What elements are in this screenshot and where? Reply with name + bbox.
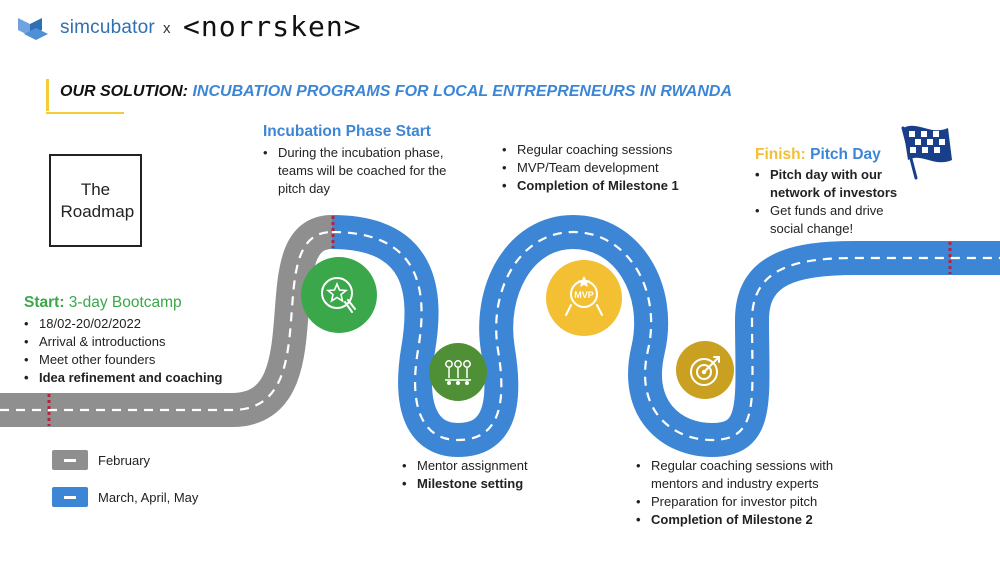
brand-separator: x bbox=[163, 20, 171, 37]
roadmap-box: The Roadmap bbox=[49, 154, 142, 247]
svg-text:MVP: MVP bbox=[574, 290, 594, 300]
list-item: Regular coaching sessions bbox=[502, 141, 702, 159]
stage-milestone-1-list: Regular coaching sessionsMVP/Team develo… bbox=[502, 141, 702, 195]
stage-finish-list: Pitch day with our network of investorsG… bbox=[755, 166, 915, 238]
list-item: Arrival & introductions bbox=[24, 333, 264, 351]
stage-finish: Finish: Pitch Day Pitch day with our net… bbox=[755, 146, 915, 238]
target-icon bbox=[676, 341, 734, 399]
list-item: Get funds and drive social change! bbox=[755, 202, 915, 238]
stage-start: Start: 3-day Bootcamp 18/02-20/02/2022Ar… bbox=[24, 294, 264, 387]
roadmap-steps-icon bbox=[429, 343, 487, 401]
list-item: Meet other founders bbox=[24, 351, 264, 369]
stage-start-title: 3-day Bootcamp bbox=[68, 294, 182, 311]
list-item: Regular coaching sessions with mentors a… bbox=[636, 457, 851, 493]
legend-swatch-gray bbox=[52, 450, 88, 470]
solution-underline bbox=[46, 112, 124, 114]
stage-mentor-list: Mentor assignmentMilestone setting bbox=[402, 457, 602, 493]
list-item: Pitch day with our network of investors bbox=[755, 166, 915, 202]
legend-swatch-blue bbox=[52, 487, 88, 507]
legend-label-february: February bbox=[98, 452, 151, 468]
road-march-may-segment bbox=[331, 214, 1000, 458]
stage-finish-heading: Finish: Pitch Day bbox=[755, 146, 915, 164]
stage-milestone-2: Regular coaching sessions with mentors a… bbox=[636, 457, 851, 529]
solution-title: OUR SOLUTION: INCUBATION PROGRAMS FOR LO… bbox=[60, 83, 732, 101]
list-item: Preparation for investor pitch bbox=[636, 493, 851, 511]
list-item: Idea refinement and coaching bbox=[24, 369, 264, 387]
stage-finish-label: Finish: bbox=[755, 146, 806, 163]
list-item: Mentor assignment bbox=[402, 457, 602, 475]
roadmap-box-label: The Roadmap bbox=[60, 179, 135, 221]
stage-mentor: Mentor assignmentMilestone setting bbox=[402, 457, 602, 493]
brand-simcubator: simcubator bbox=[60, 17, 155, 38]
list-item: 18/02-20/02/2022 bbox=[24, 315, 264, 333]
solution-headline: INCUBATION PROGRAMS FOR LOCAL ENTREPRENE… bbox=[192, 83, 733, 100]
stage-incubation-list: During the incubation phase, teams will … bbox=[263, 144, 463, 198]
stage-milestone-2-list: Regular coaching sessions with mentors a… bbox=[636, 457, 851, 529]
list-item: Completion of Milestone 2 bbox=[636, 511, 851, 529]
simcubator-logo-icon bbox=[18, 18, 48, 40]
road-february-segment bbox=[0, 215, 334, 427]
stage-incubation-title: Incubation Phase Start bbox=[263, 123, 431, 140]
legend-label-march-may: March, April, May bbox=[98, 489, 199, 505]
stage-incubation: Incubation Phase Start During the incuba… bbox=[263, 123, 463, 198]
solution-prefix: OUR SOLUTION: bbox=[60, 83, 188, 100]
list-item: During the incubation phase, teams will … bbox=[263, 144, 463, 198]
solution-accent-bar bbox=[46, 79, 49, 111]
legend-item-february: February bbox=[52, 450, 198, 470]
legend-item-march-may: March, April, May bbox=[52, 487, 198, 507]
stage-start-label: Start: bbox=[24, 294, 65, 311]
list-item: Completion of Milestone 1 bbox=[502, 177, 702, 195]
brand-norrsken: <norrsken> bbox=[183, 10, 362, 43]
stage-milestone-1: Regular coaching sessionsMVP/Team develo… bbox=[502, 141, 702, 195]
list-item: MVP/Team development bbox=[502, 159, 702, 177]
stage-start-list: 18/02-20/02/2022Arrival & introductionsM… bbox=[24, 315, 264, 387]
stage-finish-title: Pitch Day bbox=[810, 146, 881, 163]
star-hand-icon bbox=[301, 257, 377, 333]
stage-start-heading: Start: 3-day Bootcamp bbox=[24, 294, 264, 312]
mvp-badge-icon: MVP bbox=[546, 260, 622, 336]
list-item: Milestone setting bbox=[402, 475, 602, 493]
legend: February March, April, May bbox=[52, 450, 198, 507]
